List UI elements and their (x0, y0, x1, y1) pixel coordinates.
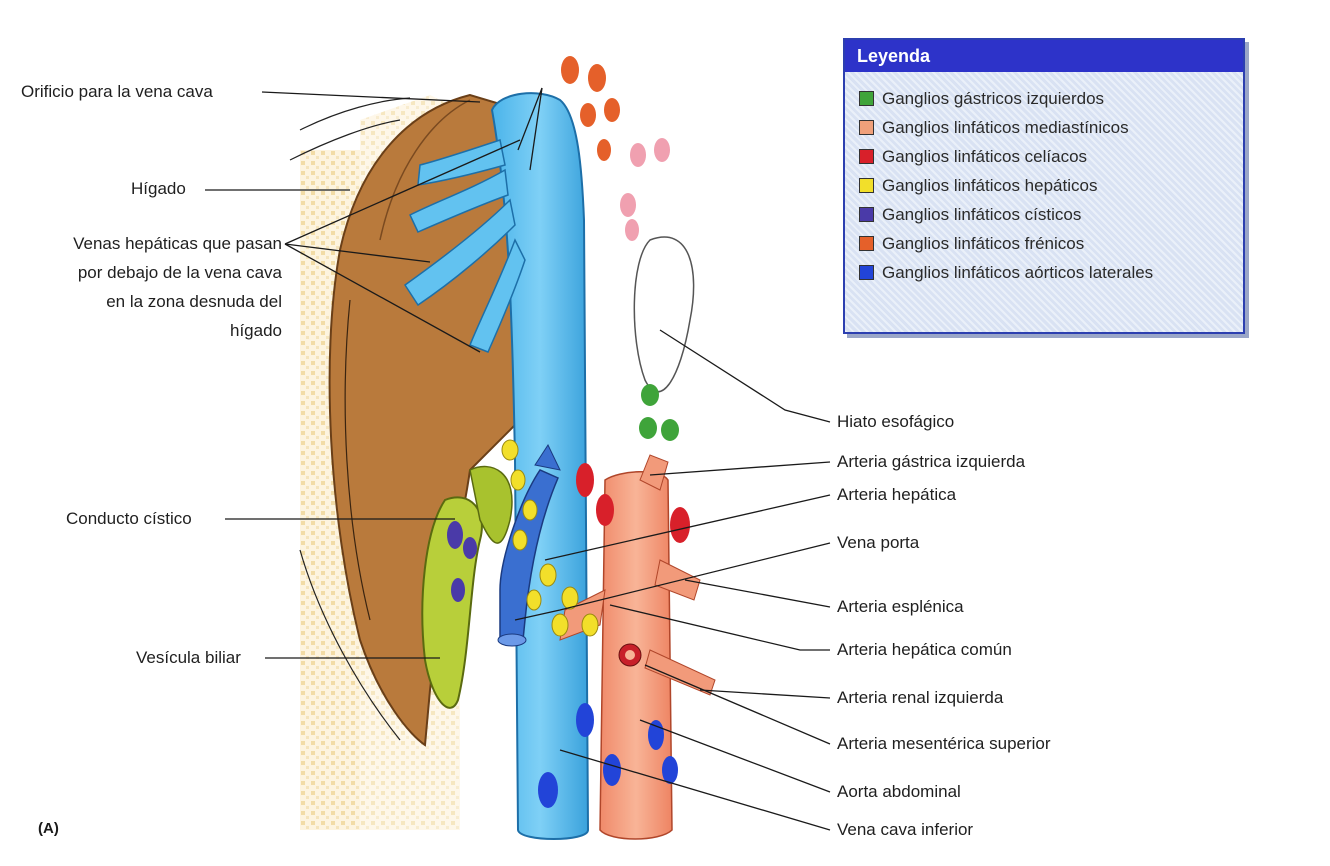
legend-item: Ganglios linfáticos mediastínicos (859, 113, 1243, 142)
legend-item-label: Ganglios gástricos izquierdos (882, 89, 1104, 109)
legend-item: Ganglios linfáticos císticos (859, 200, 1243, 229)
label-venas-line4: hígado (26, 321, 282, 341)
legend-swatch (859, 120, 874, 135)
legend-item-label: Ganglios linfáticos frénicos (882, 234, 1084, 254)
legend-swatch (859, 207, 874, 222)
legend-box: Leyenda Ganglios gástricos izquierdos Ga… (843, 38, 1245, 334)
label-venas-line3: en la zona desnuda del (26, 292, 282, 312)
legend-item: Ganglios linfáticos frénicos (859, 229, 1243, 258)
legend-item-label: Ganglios linfáticos mediastínicos (882, 118, 1129, 138)
label-conducto-cistico: Conducto cístico (66, 509, 192, 529)
esophageal-hiatus (634, 237, 693, 392)
legend-item-label: Ganglios linfáticos aórticos laterales (882, 263, 1153, 283)
label-arteria-renal: Arteria renal izquierda (837, 688, 1003, 708)
label-arteria-mesenterica: Arteria mesentérica superior (837, 734, 1051, 754)
label-venas-line2: por debajo de la vena cava (26, 263, 282, 283)
panel-letter: (A) (38, 820, 59, 837)
legend-item: Ganglios linfáticos hepáticos (859, 171, 1243, 200)
label-vena-cava-inferior: Vena cava inferior (837, 820, 973, 840)
label-vena-porta: Vena porta (837, 533, 919, 553)
label-arteria-hepatica: Arteria hepática (837, 485, 956, 505)
legend-title: Leyenda (845, 40, 1243, 72)
legend-item-label: Ganglios linfáticos celíacos (882, 147, 1087, 167)
label-aorta-abdominal: Aorta abdominal (837, 782, 961, 802)
legend-item-label: Ganglios linfáticos císticos (882, 205, 1081, 225)
legend-list: Ganglios gástricos izquierdos Ganglios l… (845, 72, 1243, 287)
label-arteria-hepatica-comun: Arteria hepática común (837, 640, 1012, 660)
legend-swatch (859, 91, 874, 106)
label-venas-line1: Venas hepáticas que pasan (26, 234, 282, 254)
legend-item-label: Ganglios linfáticos hepáticos (882, 176, 1097, 196)
legend-swatch (859, 265, 874, 280)
legend-swatch (859, 236, 874, 251)
label-orificio: Orificio para la vena cava (21, 82, 213, 102)
legend-swatch (859, 178, 874, 193)
label-vesicula-biliar: Vesícula biliar (136, 648, 241, 668)
legend-swatch (859, 149, 874, 164)
label-arteria-esplenica: Arteria esplénica (837, 597, 964, 617)
legend-item: Ganglios linfáticos aórticos laterales (859, 258, 1243, 287)
legend-item: Ganglios linfáticos celíacos (859, 142, 1243, 171)
label-hiato-esofagico: Hiato esofágico (837, 412, 954, 432)
legend-item: Ganglios gástricos izquierdos (859, 84, 1243, 113)
label-higado: Hígado (131, 179, 186, 199)
label-arteria-gastrica: Arteria gástrica izquierda (837, 452, 1025, 472)
